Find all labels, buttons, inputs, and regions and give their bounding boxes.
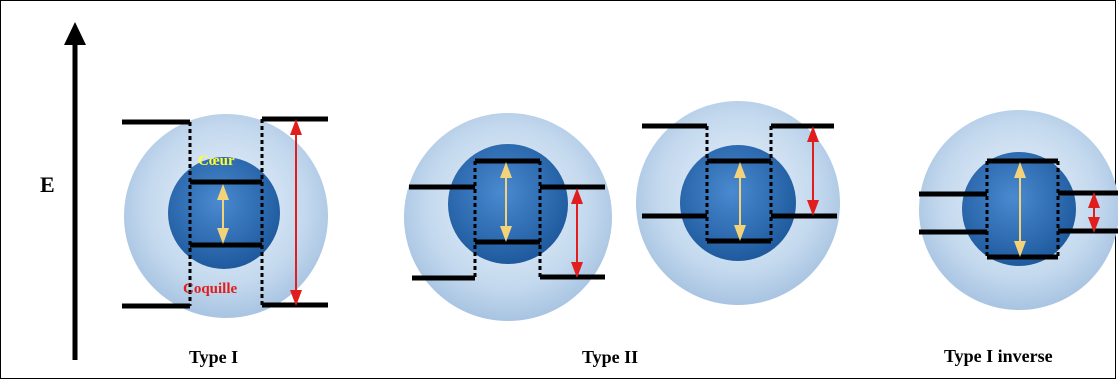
energy-axis: E bbox=[40, 22, 86, 360]
type-ii-structure-a bbox=[404, 113, 612, 321]
energy-axis-label: E bbox=[40, 172, 55, 197]
type-i-inverse-caption: Type I inverse bbox=[944, 346, 1053, 366]
core-label: Cœur bbox=[198, 153, 235, 169]
type-ii-caption: Type II bbox=[582, 347, 638, 367]
energy-axis-arrowhead bbox=[64, 22, 86, 45]
shell-label: Coquille bbox=[183, 281, 238, 297]
type-i-caption: Type I bbox=[189, 347, 238, 367]
type-ii-structure-b bbox=[636, 101, 840, 305]
type-i-structure: Cœur Coquille bbox=[122, 114, 328, 318]
type-i-inverse-structure bbox=[919, 110, 1118, 310]
